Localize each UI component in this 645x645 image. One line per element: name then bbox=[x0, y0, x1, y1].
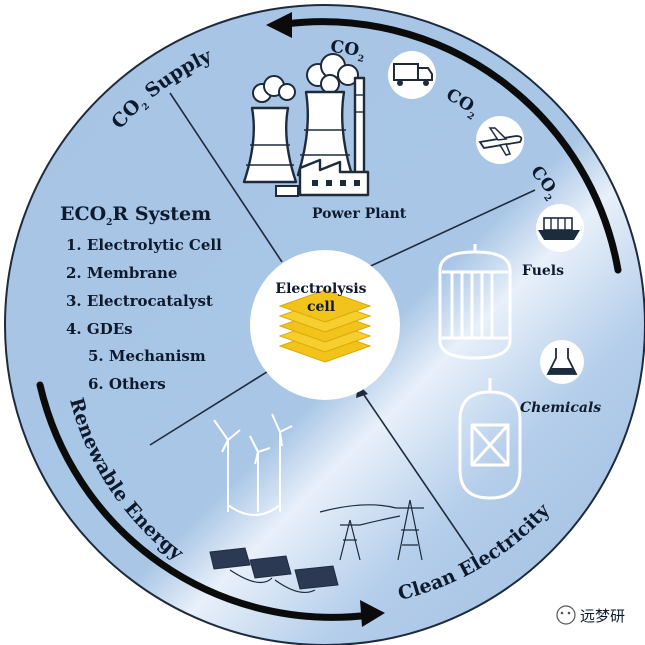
eco2r-item-2: 2. Membrane bbox=[66, 264, 177, 282]
watermark-text: 远梦研 bbox=[580, 607, 625, 625]
eco2r-system-list: ECO2R System 1. Electrolytic Cell 2. Mem… bbox=[60, 203, 222, 393]
chemicals-reactor-icon bbox=[458, 378, 522, 500]
center-label-2: cell bbox=[307, 299, 335, 315]
fuels-reactor-icon bbox=[438, 244, 512, 360]
center-label-1: Electrolysis bbox=[275, 281, 366, 297]
chemicals-label: Chemicals bbox=[520, 400, 601, 416]
co2-label-top: CO2 bbox=[329, 37, 364, 65]
transmission-towers-icon bbox=[319, 499, 424, 561]
cell-stack-icon bbox=[278, 289, 372, 363]
watermark: 远梦研 bbox=[556, 605, 625, 625]
eco2r-item-3: 3. Electrocatalyst bbox=[66, 292, 213, 310]
ship-icon bbox=[536, 204, 584, 252]
eco2r-heading: ECO2R System bbox=[60, 203, 211, 228]
eco2r-item-5: 5. Mechanism bbox=[88, 347, 206, 365]
power-plant-label: Power Plant bbox=[312, 206, 407, 222]
electrolysis-cell: Electrolysis cell bbox=[250, 250, 400, 400]
fuels-label: Fuels bbox=[522, 263, 564, 279]
eco2r-item-6: 6. Others bbox=[88, 375, 166, 393]
truck-icon bbox=[388, 51, 436, 99]
solar-panels-icon bbox=[209, 547, 339, 593]
wind-turbines-icon bbox=[213, 413, 293, 516]
airplane-icon bbox=[476, 116, 524, 164]
power-plant-icon bbox=[242, 53, 370, 197]
renewable-energy-arc bbox=[36, 381, 385, 627]
eco2r-item-1: 1. Electrolytic Cell bbox=[66, 236, 222, 254]
wechat-icon bbox=[556, 605, 576, 625]
co2-flow-arc bbox=[266, 12, 622, 274]
flask-icon bbox=[540, 340, 584, 384]
eco2r-item-4: 4. GDEs bbox=[66, 320, 133, 338]
